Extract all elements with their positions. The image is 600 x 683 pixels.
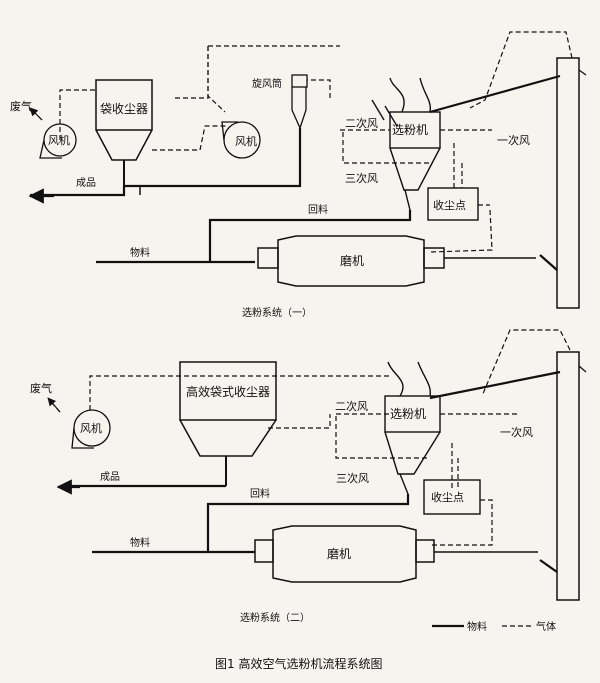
s1-fan-left <box>39 123 77 159</box>
s1-separator <box>371 77 441 211</box>
system2-diagram <box>47 329 587 628</box>
s2-dust-point-box <box>423 479 481 515</box>
s1-separator-label: 选粉机 <box>392 123 428 137</box>
s2-bag-filter-label: 高效袋式收尘器 <box>186 384 270 399</box>
legend-material-label: 物料 <box>467 620 487 633</box>
s1-mill-label: 磨机 <box>340 254 364 268</box>
s1-material-label: 物料 <box>130 246 150 259</box>
s1-cyclone-label: 旋风筒 <box>252 77 282 90</box>
figure-caption: 图1 高效空气选粉机流程系统图 <box>215 656 382 671</box>
s2-primary-air-label: 一次风 <box>500 425 533 439</box>
s2-dust-point-label: 收尘点 <box>431 490 464 504</box>
s1-secondary-air-label: 二次风 <box>345 116 378 130</box>
s2-fan-label: 风机 <box>80 421 102 435</box>
s1-waste-gas-arrow <box>29 107 43 121</box>
s2-mill <box>254 525 538 583</box>
s2-title: 选粉系统（二） <box>240 611 310 624</box>
s1-mill <box>257 235 536 287</box>
s1-primary-air-label: 一次风 <box>497 133 530 147</box>
s1-bag-filter-label: 袋收尘器 <box>100 102 148 116</box>
s2-gas-lines <box>51 329 571 546</box>
s1-fan-mid <box>221 121 261 159</box>
s2-tertiary-air-label: 三次风 <box>336 471 369 485</box>
s2-secondary-air-label: 二次风 <box>335 399 368 413</box>
s2-material-label: 物料 <box>130 536 150 549</box>
legend-gas-label: 气体 <box>536 620 556 633</box>
s1-cyclone <box>291 74 308 130</box>
s1-return-material-label: 回料 <box>308 203 328 216</box>
s1-product-label: 成品 <box>76 177 96 189</box>
s1-bucket-elevator <box>556 57 587 309</box>
s1-tertiary-air-label: 三次风 <box>345 171 378 185</box>
s1-title: 选粉系统（一） <box>242 306 312 319</box>
s1-material-lines <box>30 74 561 271</box>
s2-bag-filter <box>179 361 277 486</box>
s2-fan <box>71 409 111 449</box>
s1-dust-point-box <box>427 187 479 221</box>
s2-return-material-label: 回料 <box>250 487 270 500</box>
s2-mill-label: 磨机 <box>327 547 351 561</box>
labels: 废气 风机 袋收尘器 风机 旋风筒 选粉机 二次风 一次风 三次风 收尘点 成品… <box>10 77 556 671</box>
s2-separator <box>384 361 441 495</box>
s2-material-lines <box>60 370 561 573</box>
system1-diagram <box>28 31 587 309</box>
s1-fan-left-label: 风机 <box>48 133 70 147</box>
s2-product-label: 成品 <box>100 471 120 483</box>
s2-separator-label: 选粉机 <box>390 407 426 421</box>
s2-waste-gas-arrow <box>47 397 61 413</box>
s2-bucket-elevator <box>556 351 587 601</box>
s1-bag-filter <box>95 79 153 186</box>
s1-dust-point-label: 收尘点 <box>433 198 466 212</box>
s2-waste-gas-label: 废气 <box>30 381 52 395</box>
s1-fan-mid-label: 风机 <box>235 134 257 148</box>
s1-waste-gas-label: 废气 <box>10 99 32 113</box>
